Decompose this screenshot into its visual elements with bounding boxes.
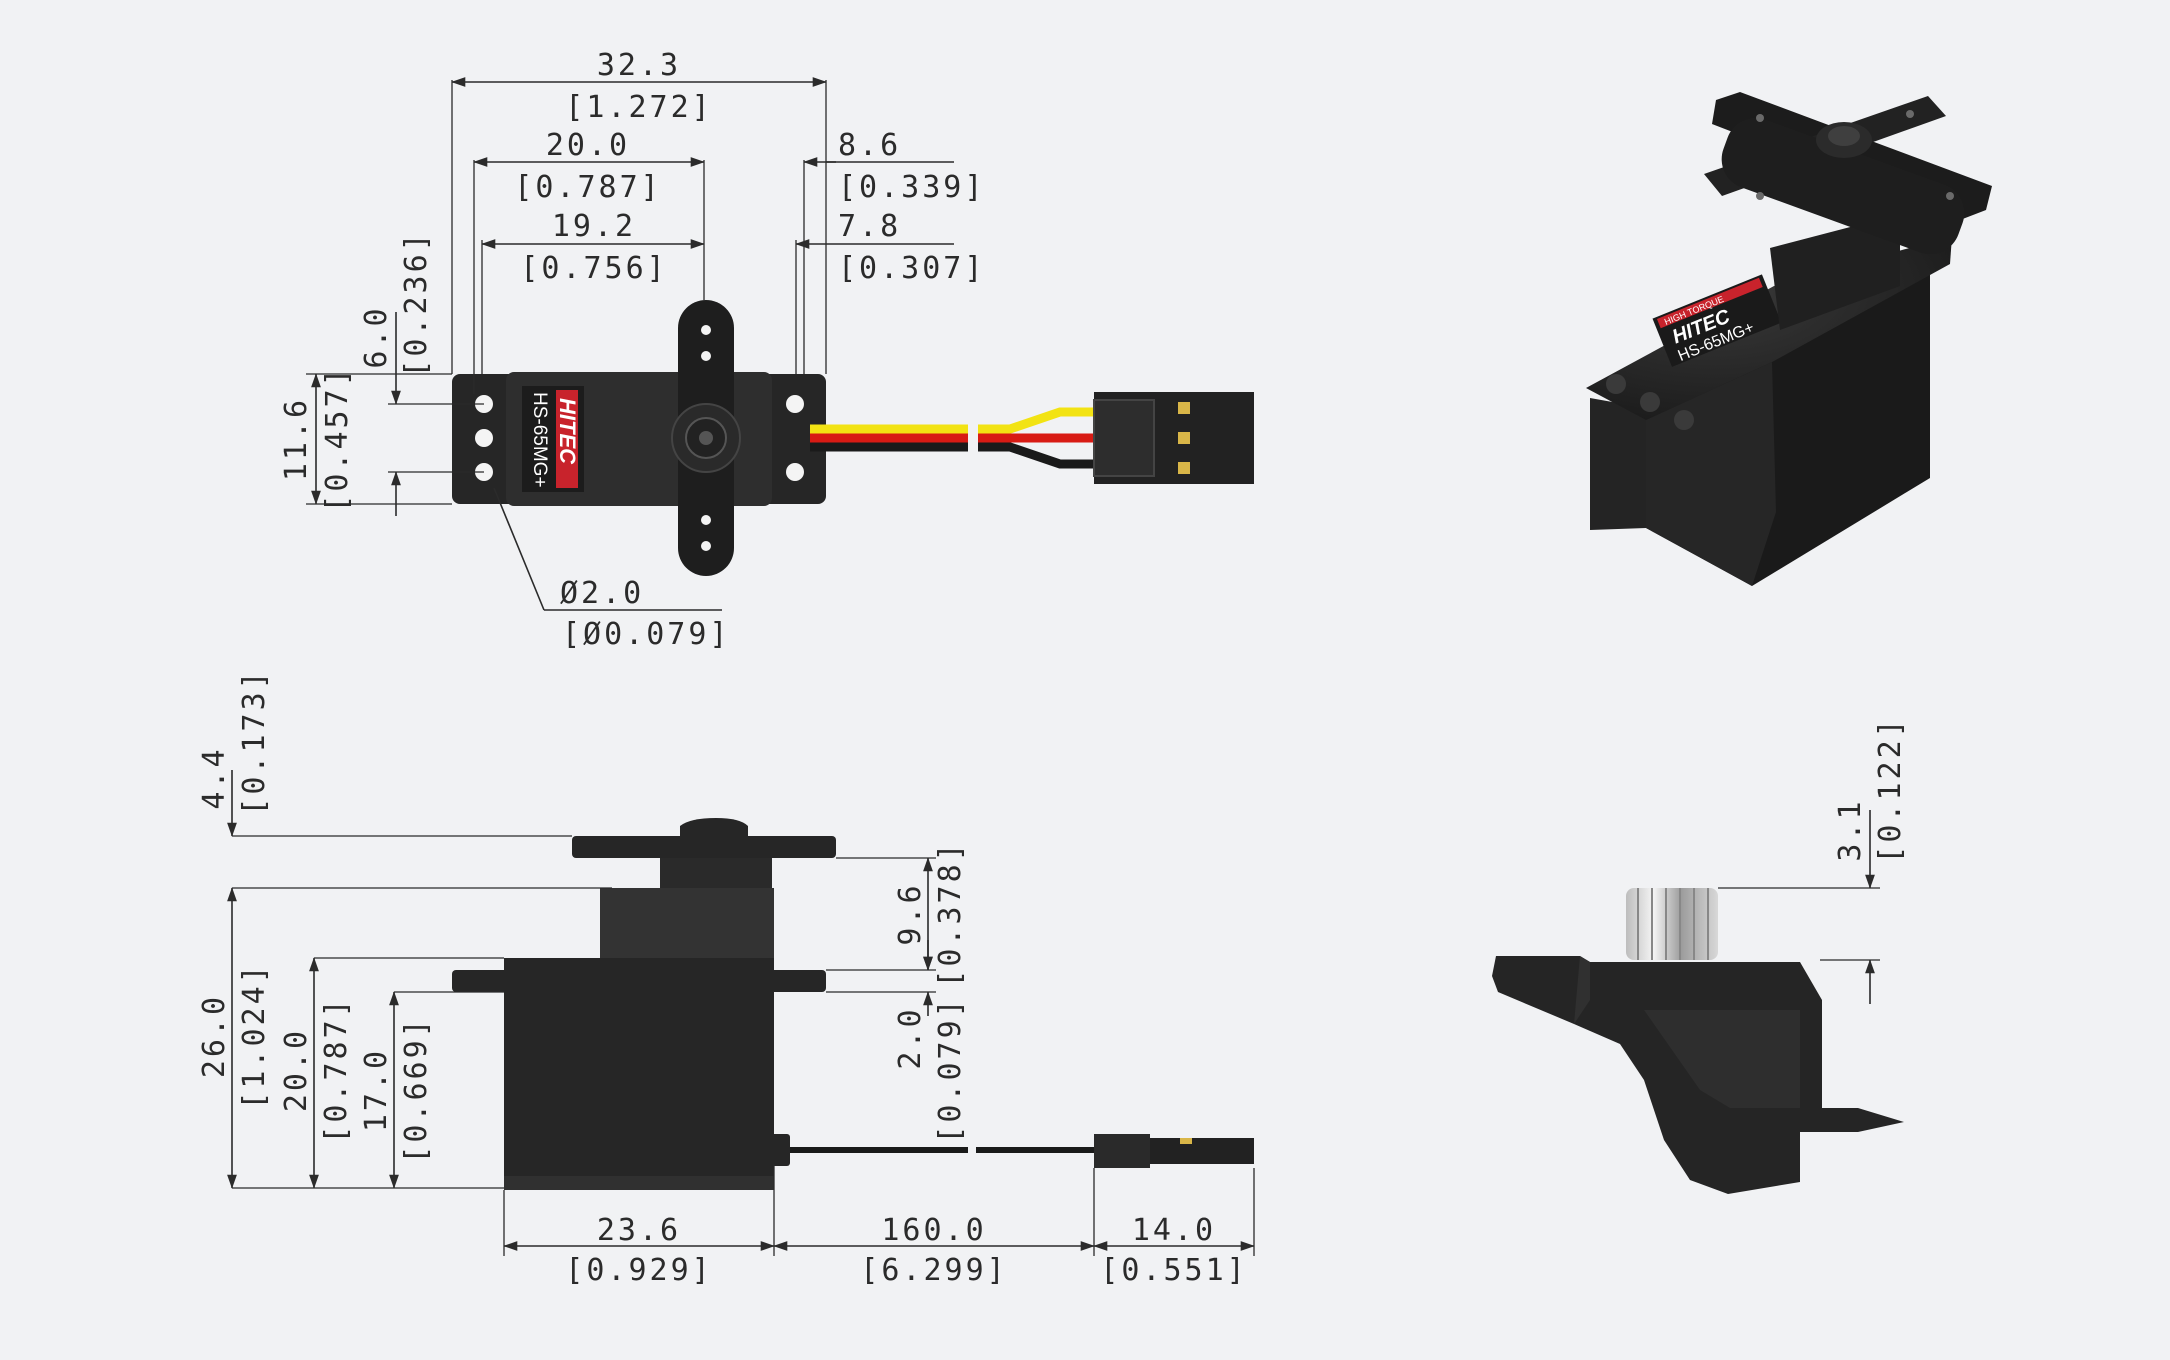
- dim-spline-height-in: [0.122]: [1873, 716, 1908, 863]
- iso-label: HIGH TORQUE HITEC HS-65MG+: [1652, 274, 1782, 367]
- dim-case-length-in: [0.756]: [520, 251, 667, 286]
- servo-leads: [810, 407, 1094, 469]
- dim-flange-thickness-in: [0.079]: [933, 996, 968, 1143]
- dim-total-height-mm: 26.0: [197, 994, 232, 1078]
- mount-hole-4: [786, 395, 804, 413]
- side-view: 4.4 [0.173] 26.0 [1.024] 20.0 [0.787] 17…: [197, 668, 1255, 1288]
- dim-flange-thickness-mm: 2.0: [893, 1006, 928, 1069]
- servo-case-side: [504, 958, 774, 1186]
- connector-side: [1094, 1134, 1254, 1168]
- dim-flange-height-in: [0.787]: [319, 996, 354, 1143]
- dim-width-in: [0.457]: [320, 365, 355, 512]
- top-view: HS-65MG+ HITEC: [279, 48, 1254, 652]
- dim-case-height-mm: 17.0: [359, 1048, 394, 1132]
- dim-hole-diameter-mm: Ø2.0: [560, 576, 644, 611]
- servo-horn-side: [572, 836, 836, 858]
- mount-hole-2: [475, 429, 493, 447]
- mount-hole-5: [786, 463, 804, 481]
- dim-spline-height-mm: 3.1: [1833, 798, 1868, 861]
- dim-total-height-in: [1.024]: [237, 962, 272, 1109]
- dim-case-to-shaft-mm: 7.8: [838, 209, 901, 244]
- dim-hole-diameter-in: [Ø0.079]: [562, 617, 731, 652]
- output-spline: [1626, 888, 1718, 960]
- dim-case-height-in: [0.669]: [399, 1016, 434, 1163]
- isometric-view: HIGH TORQUE HITEC HS-65MG+: [1586, 92, 1992, 586]
- dim-lead-length-mm: 160.0: [881, 1213, 986, 1248]
- dim-overall-length-mm: 32.3: [597, 48, 681, 83]
- label-sticker: HS-65MG+ HITEC: [522, 386, 584, 492]
- dim-case-width-mm: 23.6: [597, 1213, 681, 1248]
- connector-top: [1093, 392, 1254, 484]
- dim-connector-length-mm: 14.0: [1132, 1213, 1216, 1248]
- dim-horn-height-in: [0.173]: [237, 668, 272, 815]
- dim-flange-to-shaft-mm: 8.6: [838, 128, 901, 163]
- dim-flange-height-mm: 20.0: [279, 1028, 314, 1112]
- spline-detail-view: 3.1 [0.122]: [1492, 716, 1908, 1194]
- dim-hole-span-mm: 20.0: [546, 128, 630, 163]
- dim-horn-height-mm: 4.4: [197, 746, 232, 809]
- dim-lead-length-in: [6.299]: [860, 1253, 1007, 1288]
- dim-case-length-mm: 19.2: [552, 209, 636, 244]
- dim-top-section-in: [0.378]: [933, 840, 968, 987]
- dim-top-section-mm: 9.6: [893, 882, 928, 945]
- dim-hole-span-in: [0.787]: [514, 170, 661, 205]
- servo-gear-top: [600, 888, 774, 960]
- label-model-text: HS-65MG+: [529, 392, 550, 488]
- dim-flange-to-shaft-in: [0.339]: [838, 170, 985, 205]
- dim-case-to-shaft-in: [0.307]: [838, 251, 985, 286]
- dim-hole-pitch-mm: 6.0: [359, 305, 394, 368]
- dim-hole-pitch-in: [0.236]: [399, 230, 434, 377]
- dim-connector-length-in: [0.551]: [1100, 1253, 1247, 1288]
- label-brand-text: HITEC: [555, 398, 580, 465]
- dim-case-width-in: [0.929]: [565, 1253, 712, 1288]
- dim-width-mm: 11.6: [279, 397, 314, 481]
- horn-hole: [701, 325, 711, 335]
- dim-overall-length-in: [1.272]: [565, 90, 712, 125]
